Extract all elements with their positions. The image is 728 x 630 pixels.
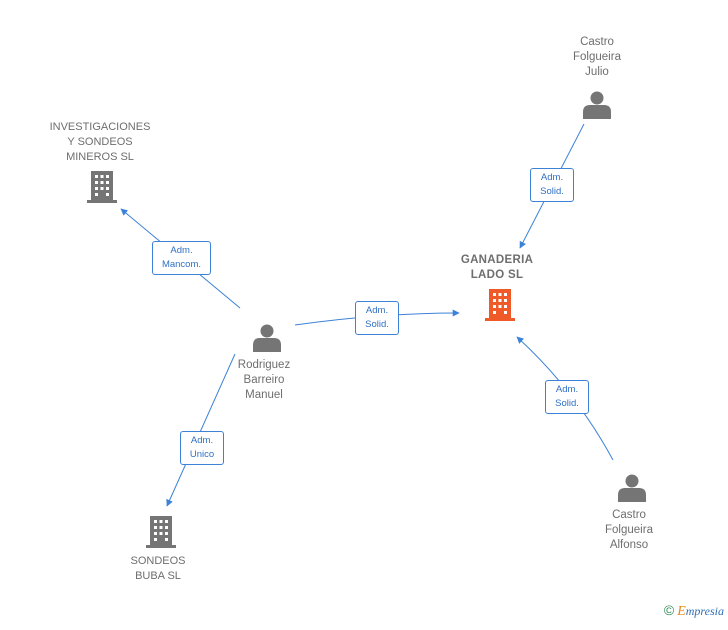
node-label-ganaderia[interactable]: GANADERIA LADO SL [460,254,534,281]
node-label-rodriguez[interactable]: Rodriguez Barreiro Manuel [237,359,291,401]
building-icon[interactable] [485,289,515,321]
person-icon[interactable] [618,474,646,503]
node-label-castro-alfonso[interactable]: Castro Folgueira Alfonso [605,509,653,551]
node-label-investigaciones[interactable]: INVESTIGACIONES Y SONDEOS MINEROS SL [49,121,151,163]
building-icon[interactable] [146,516,176,548]
edge-label-adm-unico[interactable]: Adm. Unico [180,431,224,465]
brand-logo-initial: E [677,604,686,619]
building-icon[interactable] [87,171,117,203]
person-icon[interactable] [253,324,281,353]
edge-rodriguez-sondeos [166,353,236,507]
node-label-sondeos[interactable]: SONDEOS BUBA SL [130,555,186,582]
edge-label-adm-solid-julio[interactable]: Adm. Solid. [530,168,574,202]
copyright-footer: ©Empresia [664,602,724,620]
edge-label-adm-solid-rodriguez[interactable]: Adm. Solid. [355,301,399,335]
copyright-icon: © [663,602,675,618]
person-icon[interactable] [583,91,611,120]
edge-label-adm-mancom[interactable]: Adm. Mancom. [152,241,211,275]
edge-label-adm-solid-alfonso[interactable]: Adm. Solid. [545,380,589,414]
node-label-castro-julio[interactable]: Castro Folgueira Julio [573,36,621,78]
brand-logo-text[interactable]: mpresia [685,604,724,618]
